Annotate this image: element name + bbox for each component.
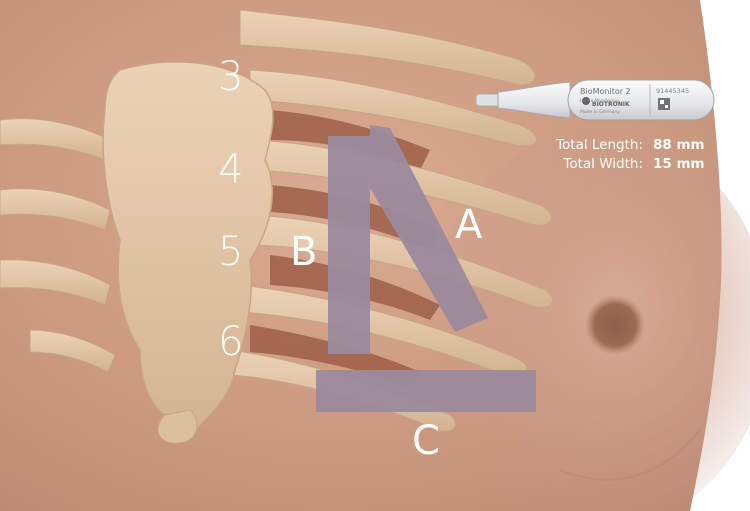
total-width-value: 15 mm: [653, 156, 705, 172]
device-name-text: BioMonitor 2: [580, 87, 631, 96]
zone-a-label: A: [455, 205, 482, 245]
nipple-shape: [585, 295, 645, 355]
device-serial-text: 91445345: [656, 87, 689, 95]
device-brand-text: BIOTRONIK: [592, 101, 630, 108]
zone-c-shape: [316, 370, 536, 412]
rib-label-3: 3: [218, 57, 243, 97]
total-length-value: 88 mm: [653, 137, 705, 153]
total-length-label: Total Length:: [548, 139, 643, 153]
rib-label-4: 4: [218, 150, 243, 190]
total-width-label: Total Width:: [548, 158, 643, 172]
zone-b-shape: [328, 136, 370, 354]
rib-label-6: 6: [218, 322, 243, 362]
rib-label-5: 5: [218, 232, 243, 272]
total-width-row: Total Width: 15 mm: [548, 158, 705, 172]
zone-c-label: C: [412, 421, 440, 461]
zone-b-label: B: [290, 232, 317, 272]
total-length-row: Total Length: 88 mm: [548, 139, 705, 153]
device-origin-text: Made in Germany: [580, 109, 620, 115]
